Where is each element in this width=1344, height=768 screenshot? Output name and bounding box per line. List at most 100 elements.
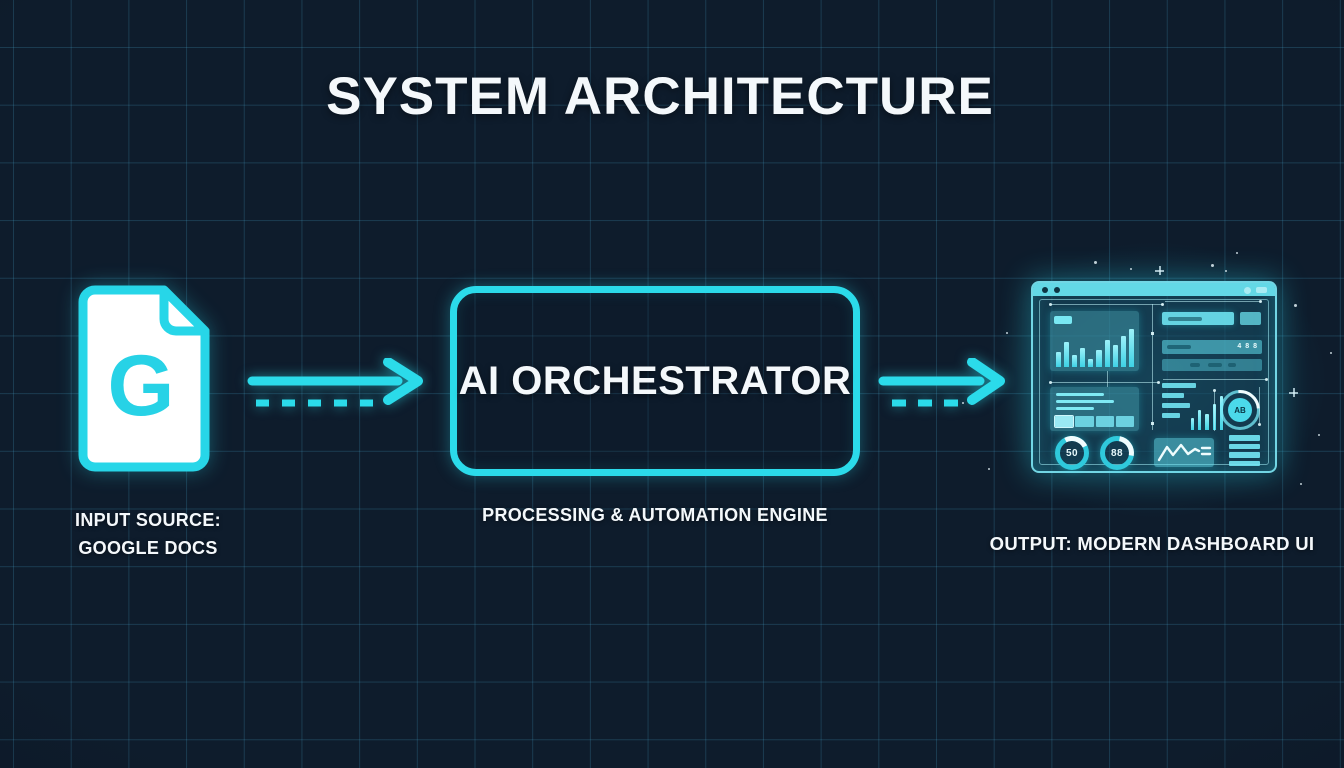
stacked-bar-list (1229, 435, 1260, 469)
thumbnail-tile (1053, 415, 1075, 428)
ai-orchestrator-box: AI ORCHESTRATOR (450, 286, 860, 476)
decor-dot (1236, 252, 1238, 254)
input-node-label: INPUT SOURCE: GOOGLE DOCS (38, 506, 258, 562)
thumbnail-tile (1075, 416, 1094, 427)
blueprint-node (1049, 381, 1052, 384)
blueprint-node (1151, 332, 1154, 335)
bar-chart-bar (1128, 329, 1134, 367)
blueprint-line (1165, 301, 1261, 302)
window-titlebar (1033, 283, 1275, 296)
line-chart (1157, 443, 1212, 462)
row-mark (1208, 363, 1222, 367)
mini-vertical-bar (1191, 418, 1195, 430)
bar-chart-bar (1104, 339, 1110, 367)
blueprint-line (1163, 379, 1267, 380)
blueprint-node (1213, 389, 1216, 392)
decor-dot (1330, 352, 1332, 354)
google-docs-document-icon: G (78, 285, 210, 472)
donut-gauge-value: AB (1228, 398, 1252, 422)
blueprint-line (1259, 387, 1260, 423)
bar-chart-bar (1080, 348, 1086, 367)
row-label-stripe (1167, 345, 1191, 349)
blueprint-line (1051, 382, 1159, 383)
panel-chip (1054, 316, 1072, 324)
bar-chart-bar (1112, 345, 1118, 367)
stacked-bar (1229, 443, 1260, 449)
dashboard-window: 50 88 4 8 8 AB (1031, 281, 1277, 473)
thumbnail-tile (1095, 416, 1114, 427)
input-label-line2: GOOGLE DOCS (78, 538, 218, 558)
bar-chart-bar (1096, 350, 1102, 367)
blueprint-node (1258, 423, 1261, 426)
thumbnail-tile (1115, 416, 1134, 427)
gauge-right: 88 (1100, 436, 1134, 470)
row-value: 4 8 8 (1237, 343, 1258, 350)
blueprint-node (1265, 378, 1268, 381)
input-label-line1: INPUT SOURCE: (75, 510, 221, 530)
list-text-line (1056, 393, 1104, 396)
list-text-line (1056, 400, 1114, 403)
blueprint-node (1161, 303, 1164, 306)
mini-horizontal-bar (1162, 403, 1190, 408)
decor-dot (1225, 270, 1227, 272)
decor-dot (1211, 264, 1214, 267)
blueprint-node (1259, 300, 1262, 303)
decor-dot (1294, 304, 1297, 307)
dashboard-list-panel (1050, 387, 1139, 431)
mini-vbar-chart (1191, 383, 1224, 430)
blueprint-line (1051, 304, 1163, 305)
bar-chart-bar (1064, 341, 1070, 367)
window-dot-icon (1042, 287, 1048, 293)
bar-chart-bar (1056, 352, 1062, 367)
folded-corner (159, 285, 210, 336)
dashboard-row-button (1240, 312, 1261, 325)
dashboard-row-widget: 4 8 8 (1162, 340, 1262, 354)
decor-dot (988, 468, 990, 470)
gauge-right-value: 88 (1110, 447, 1124, 459)
dashboard-row-widget (1162, 312, 1234, 325)
blueprint-node (1151, 422, 1154, 425)
row-mark (1190, 363, 1200, 367)
blueprint-node (1157, 381, 1160, 384)
processor-caption: PROCESSING & AUTOMATION ENGINE (482, 505, 828, 525)
row-mark (1228, 363, 1236, 367)
decor-plus-icon (1155, 266, 1164, 275)
window-control-circle-icon (1244, 286, 1251, 294)
decor-dot (1300, 483, 1302, 485)
bar-chart (1056, 325, 1134, 367)
window-control-rect-icon (1256, 287, 1267, 293)
bar-chart-bar (1120, 335, 1126, 367)
blueprint-line (1107, 371, 1108, 387)
thumbnail-row (1053, 415, 1134, 428)
stacked-bar (1229, 460, 1260, 466)
output-node-label: OUTPUT: MODERN DASHBOARD UI (989, 533, 1315, 554)
dashboard-bar-chart-panel (1050, 311, 1139, 371)
window-dot-icon (1054, 287, 1060, 293)
mini-vertical-bar (1198, 410, 1202, 430)
donut-gauge: AB (1220, 390, 1260, 430)
blueprint-line (1214, 391, 1215, 431)
bar-chart-bar (1088, 358, 1094, 367)
mini-vertical-bar (1205, 414, 1209, 430)
ai-orchestrator-label: AI ORCHESTRATOR (458, 358, 852, 403)
bar-chart-bar (1072, 355, 1078, 367)
mini-horizontal-bar (1162, 393, 1184, 398)
blueprint-node (1049, 303, 1052, 306)
gauge-left-value: 50 (1065, 447, 1079, 459)
decor-plus-icon (1289, 388, 1298, 397)
blueprint-line (1152, 304, 1153, 430)
arrow-input-to-processor (247, 358, 423, 407)
page-title: SYSTEM ARCHITECTURE (326, 67, 994, 126)
mini-horizontal-bar (1162, 413, 1180, 418)
decor-dot (1006, 332, 1008, 334)
decor-dot (1094, 261, 1097, 264)
dashboard-row-widget (1162, 359, 1262, 371)
row-label-stripe (1168, 316, 1202, 321)
doc-letter-g: G (107, 338, 175, 434)
line-chart-panel (1154, 438, 1214, 467)
decor-dot (1130, 268, 1132, 270)
gauge-left: 50 (1055, 436, 1089, 470)
decor-dot (1318, 434, 1320, 436)
stacked-bar (1229, 435, 1260, 441)
